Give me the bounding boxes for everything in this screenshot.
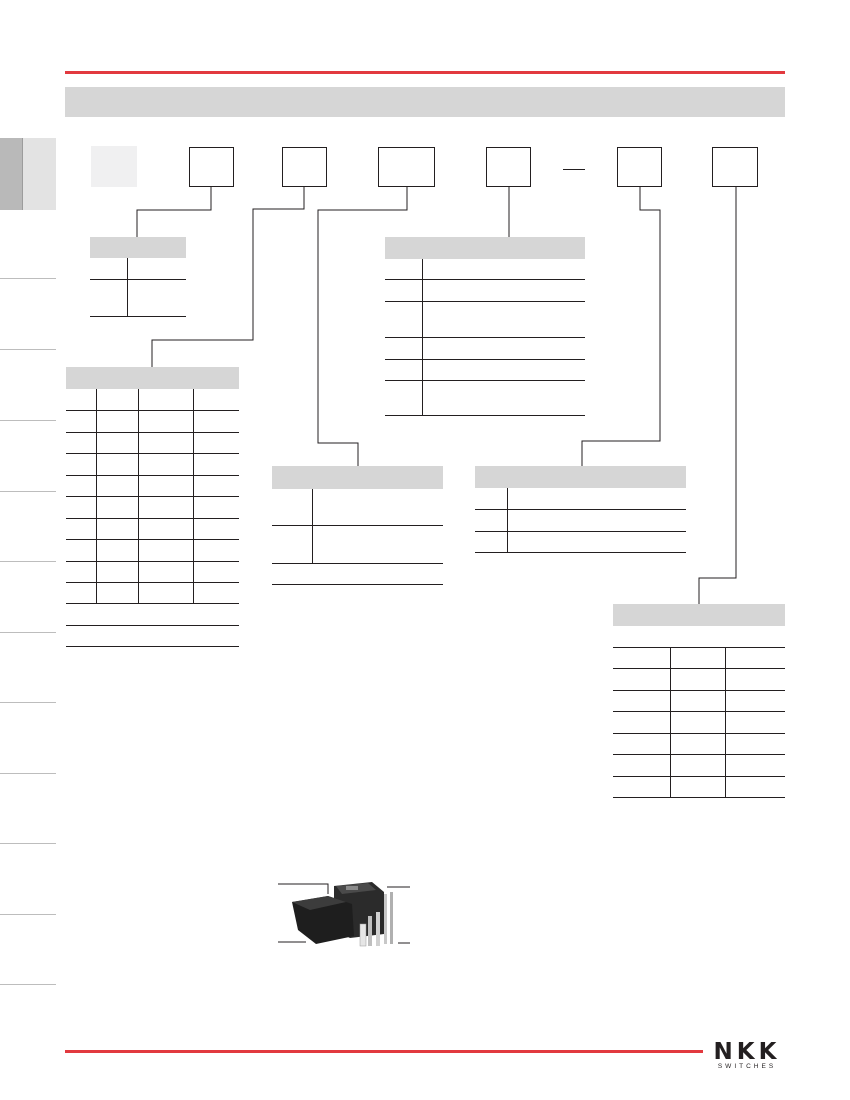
table-row-rule [613,733,785,734]
brand-logo-wordmark: NKK [713,1039,781,1065]
table-row-rule [66,453,239,454]
side-tab-separator [0,773,56,774]
table-d [385,237,585,419]
side-tab-separator [0,349,56,350]
table-e-header [475,466,686,488]
title-band [65,87,785,117]
table-row-rule [613,668,785,669]
table-col-rule [507,488,508,552]
bottom-rule [65,1050,703,1053]
table-row-rule [613,690,785,691]
part-box-5 [617,147,662,187]
table-col-rule [725,647,726,797]
table-row-rule [613,711,785,712]
table-a-header [90,237,186,258]
table-b-header [66,367,239,389]
table-col-rule [138,389,139,603]
part-box-3 [378,147,435,187]
table-row-rule [66,475,239,476]
table-b [66,367,239,649]
side-tab-separator [0,984,56,985]
table-e [475,466,686,556]
table-row-rule [385,415,585,416]
side-tab-separator [0,702,56,703]
side-tab-separator [0,420,56,421]
table-row-rule [613,647,785,648]
table-col-rule [312,489,313,563]
table-row-rule [385,359,585,360]
table-c-header [272,466,443,489]
side-tab-separator [0,561,56,562]
series-prefix-box [91,146,137,187]
side-tab-active-face [22,138,56,210]
part-box-6 [712,147,758,187]
table-row-rule [475,531,686,532]
table-row-rule [66,539,239,540]
table-c [272,466,443,588]
table-row-rule [66,646,239,647]
table-row-rule [613,797,785,798]
part-dash [563,169,585,170]
table-row-rule [66,603,239,604]
table-row-rule [475,552,686,553]
table-row-rule [475,509,686,510]
part-box-2 [282,147,327,187]
table-row-rule [272,584,443,585]
table-d-header [385,237,585,259]
part-box-4 [486,147,531,187]
side-tab-separator [0,914,56,915]
table-row-rule [272,563,443,564]
part-box-1 [189,147,234,187]
side-tab-divider [22,138,23,210]
table-a [90,237,186,319]
table-col-rule [193,389,194,603]
toggle-switch-photo [278,882,410,947]
brand-logo: NKK SWITCHES [706,1040,788,1074]
brand-logo-tagline: SWITCHES [717,1063,777,1070]
table-row-rule [66,518,239,519]
table-row-rule [272,525,443,526]
table-row-rule [385,337,585,338]
table-row-rule [66,625,239,626]
table-f-header [613,604,785,626]
table-row-rule [385,279,585,280]
side-tab-active[interactable] [0,138,22,210]
table-col-rule [670,647,671,797]
table-row-rule [66,561,239,562]
table-col-rule [96,389,97,603]
table-col-rule [422,259,423,415]
table-row-rule [90,279,186,280]
table-f [613,604,785,798]
top-rule [65,71,785,74]
table-row-rule [613,754,785,755]
table-row-rule [66,496,239,497]
table-col-rule [127,258,128,316]
side-tab-separator [0,632,56,633]
side-tab-separator [0,843,56,844]
table-row-rule [66,410,239,411]
table-row-rule [90,316,186,317]
table-row-rule [385,380,585,381]
side-tab-separator [0,278,56,279]
table-row-rule [66,582,239,583]
table-row-rule [613,776,785,777]
table-row-rule [385,301,585,302]
side-tab-separator [0,491,56,492]
table-row-rule [66,432,239,433]
